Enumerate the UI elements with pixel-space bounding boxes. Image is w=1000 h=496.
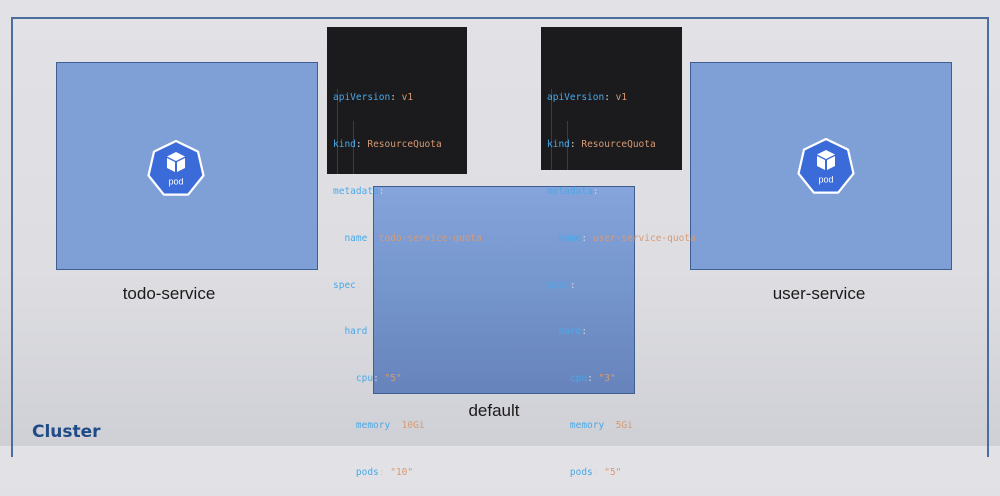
- indent-guide: [353, 121, 354, 174]
- yaml-key: pods: [355, 466, 379, 478]
- yaml-value: 10Gi: [401, 419, 425, 431]
- yaml-key: apiVersion: [547, 92, 605, 104]
- yaml-line: cpu: "3": [569, 373, 616, 385]
- yaml-value: ResourceQuota: [367, 139, 442, 151]
- yaml-key: memory: [569, 419, 605, 431]
- resource-quota-yaml-user: apiVersion: v1 kind: ResourceQuota metad…: [541, 27, 696, 478]
- yaml-value: "10": [390, 466, 414, 478]
- cube-icon: [167, 152, 185, 172]
- yaml-line: memory: 10Gi: [355, 419, 425, 431]
- yaml-line: apiVersion: v1: [547, 92, 628, 104]
- namespace-default: [373, 186, 635, 394]
- yaml-key: name: [344, 232, 368, 244]
- yaml-line: name: todo-service-quota: [344, 232, 482, 244]
- yaml-key: metadata: [333, 185, 379, 197]
- cluster-boundary: [11, 17, 989, 457]
- cluster-label: Cluster: [32, 422, 101, 442]
- yaml-value: "3": [598, 373, 616, 385]
- cube-icon: [817, 150, 835, 170]
- pod-label: pod: [818, 175, 833, 185]
- yaml-key: kind: [547, 139, 570, 151]
- yaml-key: cpu: [569, 373, 588, 385]
- yaml-line: name: user-service-quota: [558, 232, 696, 244]
- yaml-line: metadata:: [547, 185, 599, 197]
- indent-guide: [567, 121, 568, 170]
- yaml-key: spec: [333, 279, 356, 291]
- yaml-key: name: [558, 232, 582, 244]
- yaml-value: user-service-quota: [592, 232, 696, 244]
- yaml-line: pods: "10": [355, 466, 414, 478]
- yaml-line: spec:: [333, 279, 362, 291]
- yaml-key: cpu: [355, 373, 374, 385]
- yaml-line: pods: "5": [569, 466, 622, 478]
- yaml-value: todo-service-quota: [378, 232, 482, 244]
- yaml-line: kind: ResourceQuota: [333, 139, 442, 151]
- yaml-value: v1: [615, 92, 628, 104]
- yaml-value: "5": [604, 466, 622, 478]
- yaml-key: apiVersion: [333, 92, 391, 104]
- pod-icon: pod: [147, 139, 205, 196]
- pod-icon: pod: [797, 137, 855, 194]
- yaml-key: hard: [344, 326, 368, 338]
- yaml-key: hard: [558, 326, 582, 338]
- yaml-key: metadata: [547, 185, 593, 197]
- yaml-key: spec: [547, 279, 570, 291]
- yaml-line: cpu: "5": [355, 373, 402, 385]
- yaml-value: 5Gi: [615, 419, 633, 431]
- yaml-line: hard:: [558, 326, 588, 338]
- yaml-line: hard:: [344, 326, 374, 338]
- yaml-key: kind: [333, 139, 356, 151]
- yaml-key: pods: [569, 466, 593, 478]
- namespace-label-todo-service: todo-service: [122, 284, 216, 303]
- indent-guide: [337, 89, 338, 174]
- yaml-line: memory: 5Gi: [569, 419, 633, 431]
- yaml-line: metadata:: [333, 185, 385, 197]
- namespace-label-default: default: [468, 401, 520, 420]
- yaml-key: memory: [355, 419, 391, 431]
- resource-quota-yaml-todo: apiVersion: v1 kind: ResourceQuota metad…: [327, 27, 482, 478]
- namespace-label-user-service: user-service: [772, 284, 866, 303]
- yaml-line: kind: ResourceQuota: [547, 139, 656, 151]
- yaml-value: ResourceQuota: [581, 139, 656, 151]
- yaml-line: apiVersion: v1: [333, 92, 414, 104]
- yaml-value: v1: [401, 92, 414, 104]
- yaml-line: spec:: [547, 279, 576, 291]
- yaml-value: "5": [384, 373, 402, 385]
- indent-guide: [551, 89, 552, 170]
- pod-label: pod: [168, 177, 183, 187]
